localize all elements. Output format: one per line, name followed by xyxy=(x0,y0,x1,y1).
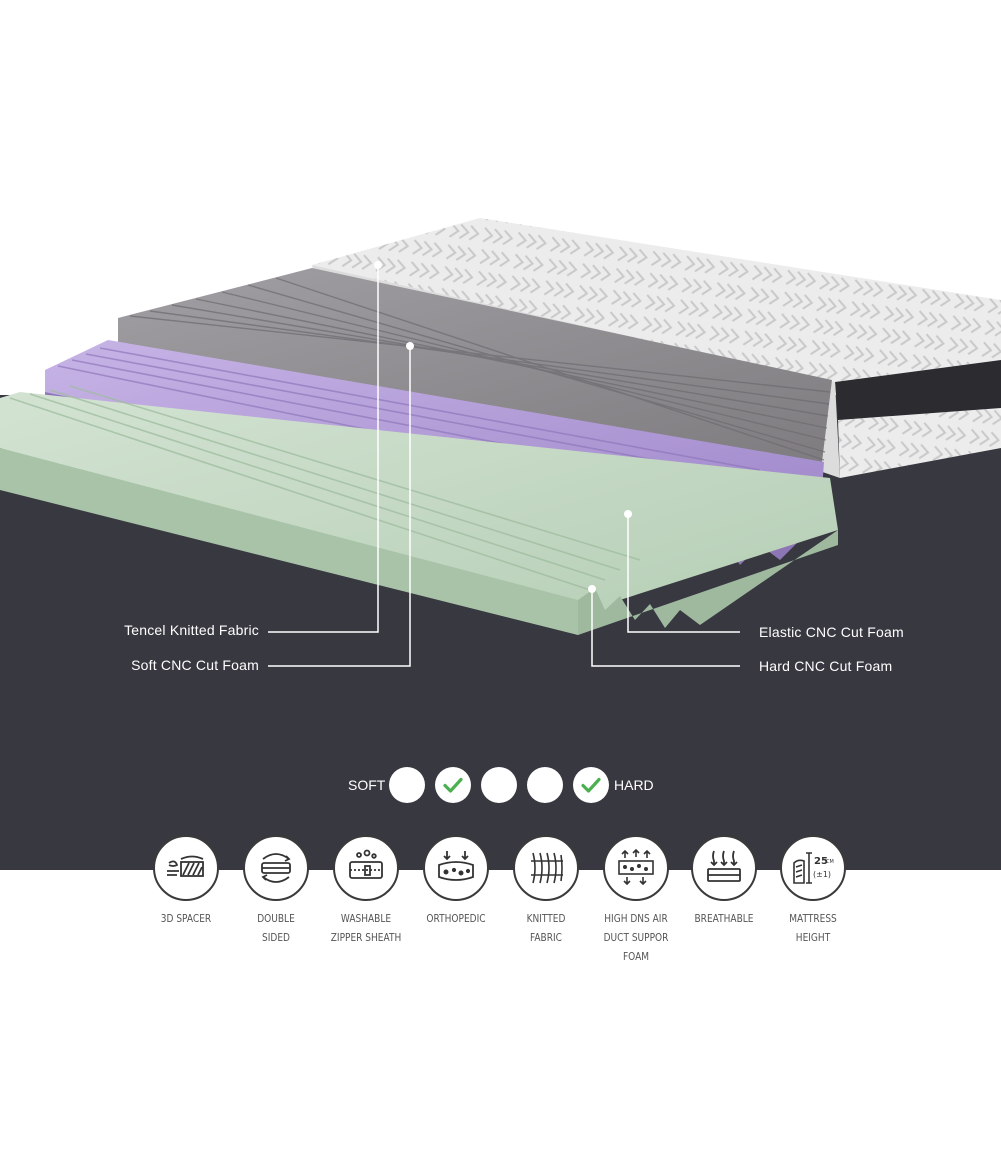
svg-text:CM: CM xyxy=(826,859,834,865)
orthopedic-icon xyxy=(438,851,474,881)
callout-hard-foam: Hard CNC Cut Foam xyxy=(759,658,893,674)
feature-orthopedic: ORTHOPEDIC xyxy=(411,835,501,928)
feature-3d-spacer: 3D SPACER xyxy=(141,835,231,928)
check-icon xyxy=(581,777,601,793)
callout-anchor-dots xyxy=(374,261,632,593)
check-icon xyxy=(443,777,463,793)
feature-breathable: BREATHABLE xyxy=(679,835,769,928)
firmness-level-5 xyxy=(573,767,609,803)
callout-leader-lines xyxy=(268,265,740,667)
air-duct-foam-icon xyxy=(618,848,654,886)
firmness-hard-label: HARD xyxy=(614,777,654,793)
breathable-icon xyxy=(707,850,741,882)
washable-zipper-icon xyxy=(349,849,383,879)
callout-tencel-fabric: Tencel Knitted Fabric xyxy=(124,622,259,638)
svg-text:(±1): (±1) xyxy=(813,870,831,879)
mattress-height-icon: 25 CM (±1) xyxy=(793,852,834,884)
3d-spacer-icon xyxy=(167,855,204,877)
callout-elastic-foam: Elastic CNC Cut Foam xyxy=(759,624,904,640)
firmness-level-1 xyxy=(389,767,425,803)
firmness-level-2 xyxy=(435,767,471,803)
knitted-fabric-icon xyxy=(531,852,563,884)
svg-text:25: 25 xyxy=(814,856,828,867)
firmness-soft-label: SOFT xyxy=(348,777,386,793)
firmness-level-3 xyxy=(481,767,517,803)
callout-soft-foam: Soft CNC Cut Foam xyxy=(131,657,259,673)
firmness-level-4 xyxy=(527,767,563,803)
double-sided-icon xyxy=(261,853,291,883)
